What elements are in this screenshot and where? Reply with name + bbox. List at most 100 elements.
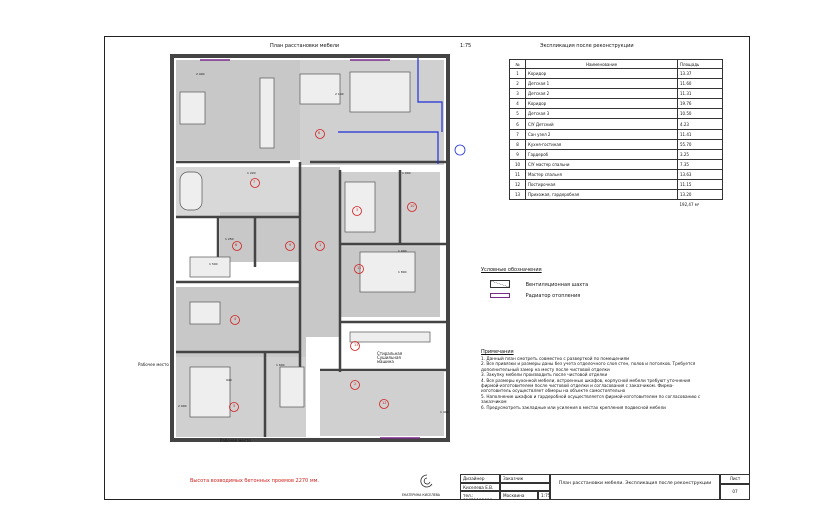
floor-plan — [170, 54, 466, 442]
title-block: Дизайнер Заказчик Киселева Е.В. тел.: 89… — [460, 474, 750, 500]
room-marker — [315, 129, 325, 139]
room-marker — [250, 178, 260, 188]
room-number: 12 — [382, 401, 387, 405]
legend-vent-shaft: Вентиляционная шахта — [490, 280, 588, 288]
table-header-row: № Наименование Площадь — [509, 59, 723, 69]
row-area: 7.35 — [677, 158, 723, 170]
legend-label: Радиатор отопления — [525, 293, 581, 299]
row-name: Коридор — [525, 98, 678, 110]
dimension-label: 940 — [226, 378, 232, 382]
header-name: Наименование — [525, 59, 678, 69]
designer-logo — [402, 474, 452, 496]
room-marker — [352, 206, 362, 216]
row-number: 12 — [509, 179, 526, 191]
row-name: Коридор — [525, 67, 678, 80]
row-number: 10 — [509, 158, 526, 170]
note-line: дополнительный замер на месту после чист… — [481, 366, 610, 372]
dimension-label: 1 000 — [398, 249, 407, 253]
row-name: С/У мастер спальни — [525, 158, 678, 170]
room-number: 7 — [253, 180, 256, 184]
row-area: 13.37 — [677, 67, 723, 80]
dimension-label: 2 900 — [196, 72, 205, 76]
hall-floor — [320, 372, 444, 436]
header-area: Площадь — [677, 59, 723, 69]
note-line: изготовитель осуществляет обмеры на объе… — [481, 388, 626, 394]
row-number: 13 — [509, 189, 526, 201]
customer-label: Заказчик — [500, 474, 550, 483]
row-area: 55.70 — [677, 138, 723, 150]
plan-scale: 1:75 — [460, 43, 472, 49]
row-area: 19.76 — [677, 98, 723, 110]
room-markers — [229, 129, 417, 412]
corridor-floor — [300, 167, 340, 337]
dimension-label: 1 250 — [225, 237, 234, 241]
row-name: Сан узел 2 — [525, 128, 678, 140]
row-area: 13.20 — [677, 189, 723, 201]
notes-list: 1. Данный план смотреть совместно с разв… — [481, 356, 741, 410]
row-name: Детская 1 — [525, 78, 678, 90]
room-marker — [350, 341, 360, 351]
radiator-icon — [490, 293, 510, 298]
sheet-title: План расстановки мебели. Экспликация пос… — [550, 474, 720, 500]
room-marker — [407, 202, 417, 212]
legend-radiator: Радиатор отопления — [490, 293, 580, 299]
logo-icon — [420, 474, 433, 488]
row-name: Гардероб — [525, 148, 678, 160]
legend-title: Условные обозначения — [481, 267, 542, 273]
row-name: Постирочная — [525, 179, 678, 191]
notes-title: Примечания — [481, 349, 514, 355]
row-area: 4.23 — [677, 118, 723, 130]
dimension-label: 1 400 — [440, 410, 449, 414]
room-marker — [232, 241, 242, 251]
row-number: 1 — [509, 67, 526, 80]
row-area: 11.41 — [677, 128, 723, 140]
row-area: 13.63 — [677, 168, 723, 181]
room-number: 5 — [233, 404, 236, 408]
customer-name: Москвина — [500, 491, 538, 500]
room-marker — [229, 402, 239, 412]
designer-label: Дизайнер — [460, 474, 500, 483]
header-number: № — [509, 59, 526, 69]
row-number: 8 — [509, 138, 526, 150]
room-number: 2 — [354, 382, 357, 386]
note-line: 3. Закупку мебели производить после чист… — [481, 372, 608, 378]
washing-machine-label: Стиральная Сушильная машина — [377, 351, 403, 364]
legend-label: Вентиляционная шахта — [525, 281, 589, 288]
room-marker — [379, 399, 389, 409]
note-line: 2. Все привязки и размеры даны без учета… — [481, 361, 696, 367]
row-number: 7 — [509, 128, 526, 140]
row-name: Детская 2 — [525, 88, 678, 100]
note-line: фирмой-изготовителем после чистовой отде… — [481, 383, 674, 389]
title-block-scale: 1:75 — [538, 491, 550, 500]
row-name: Прихожая, гардеробная — [525, 189, 678, 201]
room-number: 1 — [319, 243, 322, 247]
room-marker — [315, 241, 325, 251]
row-number: 6 — [509, 118, 526, 130]
table-total-row: 192,47 м² — [510, 200, 723, 210]
workplace-label: Рабочее место — [138, 362, 169, 367]
room-number: 6 — [235, 243, 238, 247]
room-number: 13 — [354, 343, 359, 347]
room-number: 11 — [357, 266, 362, 270]
row-area: 11.15 — [677, 179, 723, 191]
dimension-label: 2 100 — [335, 92, 344, 96]
designer-name: Киселева Е.В. — [460, 483, 500, 491]
room-number: 10 — [410, 204, 415, 208]
vent-shaft-icon — [490, 280, 510, 288]
total-area: 192,47 м² — [679, 202, 700, 208]
dimension-label: 1 040 — [402, 171, 411, 175]
note-line: 4. Все размеры кухонной мебели, встроенн… — [481, 377, 691, 383]
room-marker — [230, 315, 240, 325]
room-number: 4 — [234, 317, 237, 321]
sheet-label: Лист — [720, 474, 750, 484]
row-number: 2 — [509, 78, 526, 90]
room-marker — [285, 241, 295, 251]
